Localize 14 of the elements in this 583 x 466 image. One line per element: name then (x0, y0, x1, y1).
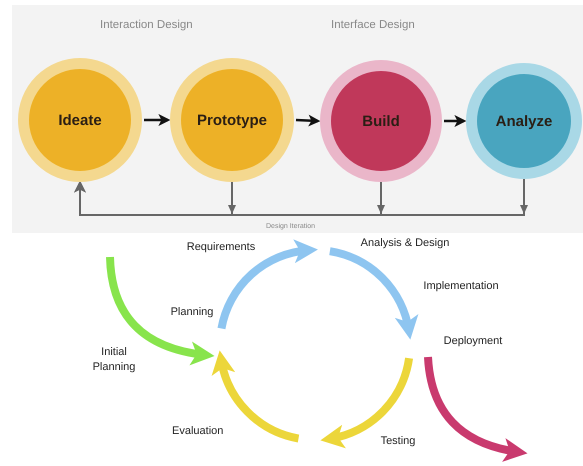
stage-label: Deployment (444, 334, 502, 349)
arrow-label: Initial Planning (92, 345, 136, 375)
stage-name: Analyze (496, 112, 552, 130)
stage-label: Analysis & Design (360, 236, 450, 251)
section-heading: Interaction Design (100, 18, 193, 33)
section-heading: Interface Design (331, 18, 415, 33)
stage-label: Testing (380, 434, 416, 449)
stage-name: Build (362, 112, 400, 130)
stage-label: Planning (170, 305, 214, 320)
stage-label: Evaluation (172, 424, 224, 438)
stage-name: Ideate (58, 112, 102, 128)
stage-name: Prototype (196, 112, 267, 128)
stage-label: Requirements (186, 240, 256, 255)
stage-label: Implementation (423, 279, 499, 294)
